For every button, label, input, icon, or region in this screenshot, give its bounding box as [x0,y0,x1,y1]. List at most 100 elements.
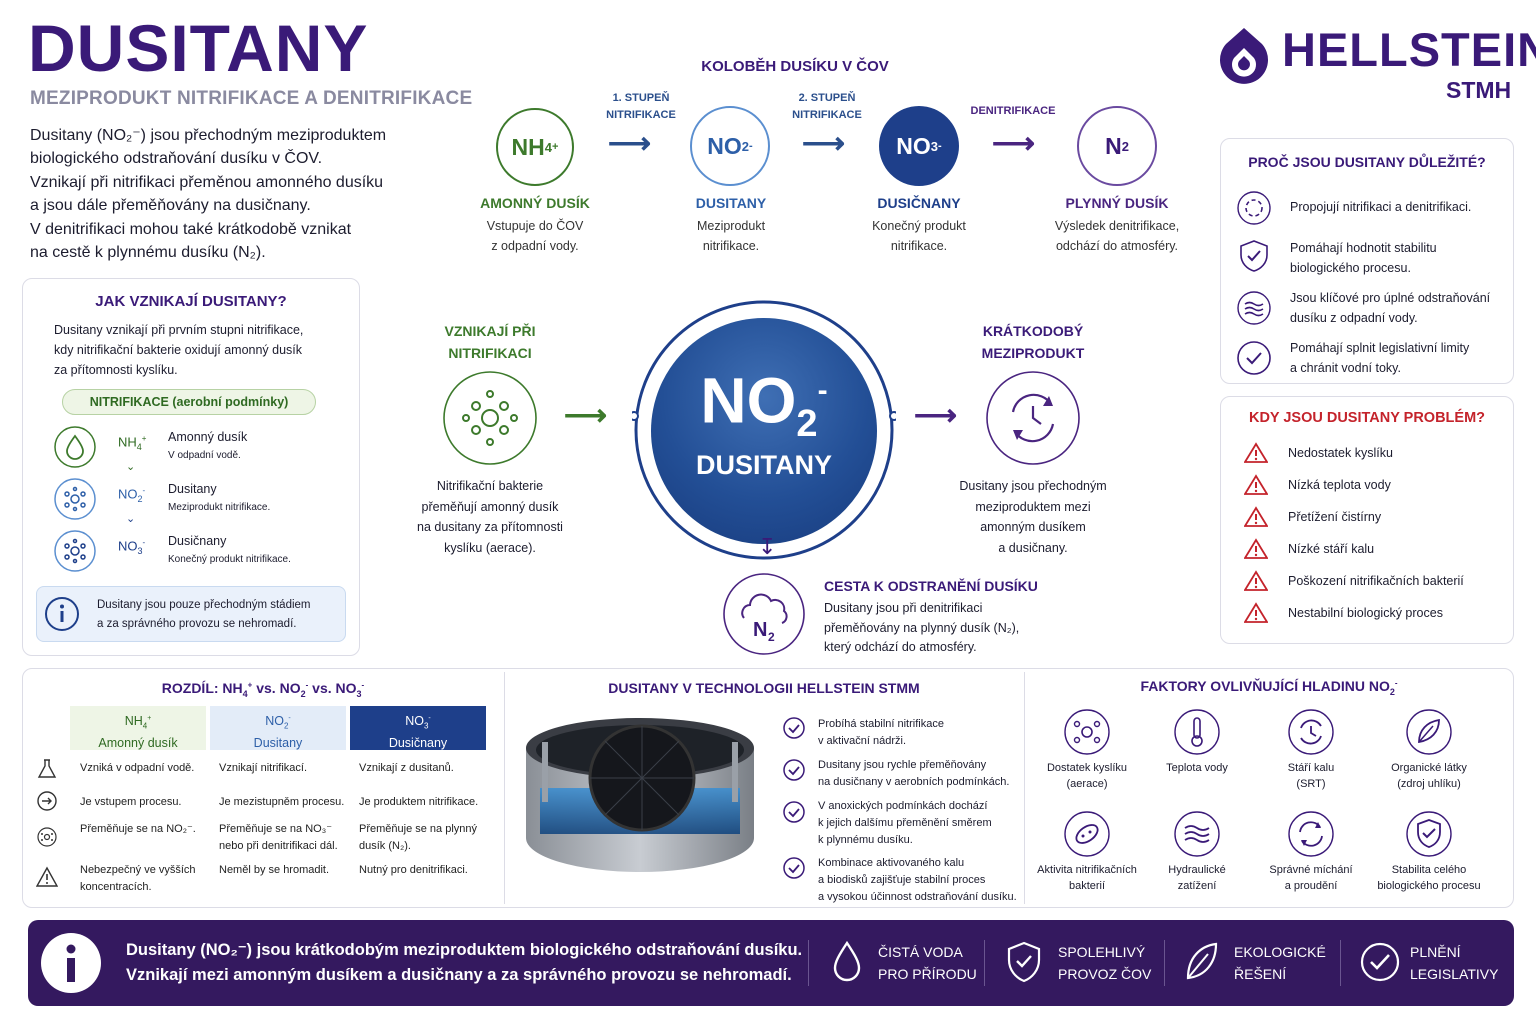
cell-line: Vznikají z dusitanů. [359,762,454,774]
cell-line: Je vstupem procesu. [80,796,182,808]
formula: NO [700,364,797,437]
formula: NH [511,133,545,160]
text-line: Nitrifikační bakterie [436,479,544,493]
intro-line: na cestě k plynnému dusíku (N₂). [30,244,266,262]
arrow-right-icon: ⟶ [608,127,652,160]
text-line: Dusitany jsou přechodným [959,479,1107,493]
logo-wordmark: HELLSTEIN [1282,23,1536,76]
title-part: vs. NO [308,680,357,696]
problem-card [1220,396,1514,644]
divider [504,672,505,904]
text-line: přeměňovány na plynný dusík (N₂), [824,620,1020,635]
cell-line: dusík (N₂). [359,840,411,852]
check-circle-icon [782,856,806,880]
text-line: Kombinace aktivovaného kalu [818,857,965,869]
desc-line: Výsledek denitrifikace, [1054,219,1180,233]
page-title: DUSITANY [28,11,369,85]
formula-sub: 4 [142,721,148,731]
text-line: k plynnému dusíku. [818,834,913,846]
how-row-name: Amonný dusík [168,430,248,444]
title-part: 2 [1389,686,1395,697]
text-line: Stabilita celého [1391,864,1467,876]
diff-title: ROZDÍL: NH4+ vs. NO2- vs. NO3- [22,680,504,699]
water-drop-icon [830,940,864,984]
text-line: ČISTÁ VODA [878,944,963,960]
text-line: Dusitany jsou při denitrifikaci [824,601,983,615]
factor-label: Teplota vody [1135,760,1259,776]
text-line: PLNĚNÍ [1410,944,1461,960]
check-circle-icon [782,800,806,824]
center-ring [632,298,896,562]
formula-sub: 4 [544,139,553,155]
formula-sup: - [749,140,753,152]
text-line: a za správného provozu se nehromadí. [97,618,297,630]
text-line: a proudění [1284,880,1338,892]
text-line: Správné míchání [1269,864,1353,876]
info-icon [44,596,80,632]
chevron-down-icon: ⌄ [126,461,136,473]
stage-line: NITRIFIKACE [792,109,862,121]
cell-line: Je produktem nitrifikace. [359,796,479,808]
text-line: kyslíku (aerace). [444,540,536,555]
desc-line: nitrifikace. [702,239,760,253]
title-line: KRÁTKODOBÝ [982,323,1084,339]
right-title: KRÁTKODOBÝ MEZIPRODUKT [960,320,1106,364]
factor-label: Stáří kalu(SRT) [1249,760,1373,792]
arrow-right-icon: ⟶ [802,127,846,160]
arrow-right-icon: ⟶ [914,399,958,432]
how-title: JAK VZNIKAJÍ DUSITANY? [95,293,287,310]
intro-line: biologického odstraňování dusíku v ČOV. [30,150,323,168]
diff-col-header: NO2-Dusitany [210,706,346,750]
check-circle-icon [1360,942,1400,982]
shield-check-icon [1405,810,1453,858]
formula: NO [118,538,138,554]
formula: NH [118,434,137,450]
text-line: kdy nitrifikační bakterie oxidují amonný… [54,343,303,357]
problem-item: Nízké stáří kalu [1288,542,1375,556]
why-item: Propojují nitrifikaci a denitrifikaci. [1290,200,1472,214]
tech-title: DUSITANY V TECHNOLOGII HELLSTEIN STMM [608,680,920,696]
problem-item: Nestabilní biologický proces [1288,606,1443,620]
formula-sup: - [142,538,146,547]
formula-sup: - [142,486,146,495]
cell-line: Je mezistupněm procesu. [219,796,345,808]
text-line: bakterií [1068,880,1106,892]
desc-line: odchází do atmosféry. [1055,239,1179,253]
warning-icon [1244,474,1268,496]
text-line: Pomáhají splnit legislativní limity [1290,341,1470,355]
title-part: + [247,680,253,690]
text-line: Teplota vody [1166,762,1228,774]
text-line: biologického procesu [1377,880,1481,892]
diff-cell: Vzniká v odpadní vodě. [80,760,216,777]
formula-sub: 3 [137,545,143,556]
title-part: 4 [242,688,248,699]
bacteria-icon [54,478,96,520]
text-line: Dusitany jsou pouze přechodným stádiem [97,599,311,611]
title-line: MEZIPRODUKT [981,345,1085,361]
center-circle [651,318,877,544]
problem-title: KDY JSOU DUSITANY PROBLÉM? [1248,410,1486,426]
intro-line: a jsou dále přeměňovány na dusičnany. [30,197,311,215]
arrow-right-icon: ⟶ [992,127,1036,160]
formula-sub: 4 [136,441,142,452]
stage-line: 1. STUPEŇ [612,92,670,104]
how-formula: NO3- [118,538,145,556]
bacteria-icon [1063,810,1111,858]
text-line: ŘEŠENÍ [1234,966,1287,982]
intro-line: Dusitany (NO₂⁻) jsou přechodným meziprod… [30,127,387,144]
warning-icon [1244,538,1268,560]
divider [808,940,809,986]
title-line: VZNIKAJÍ PŘI [444,323,536,339]
formula-sub: 2 [1121,138,1129,154]
formula-sup: - [817,374,828,407]
cell-line: Vznikají nitrifikací. [219,762,308,774]
